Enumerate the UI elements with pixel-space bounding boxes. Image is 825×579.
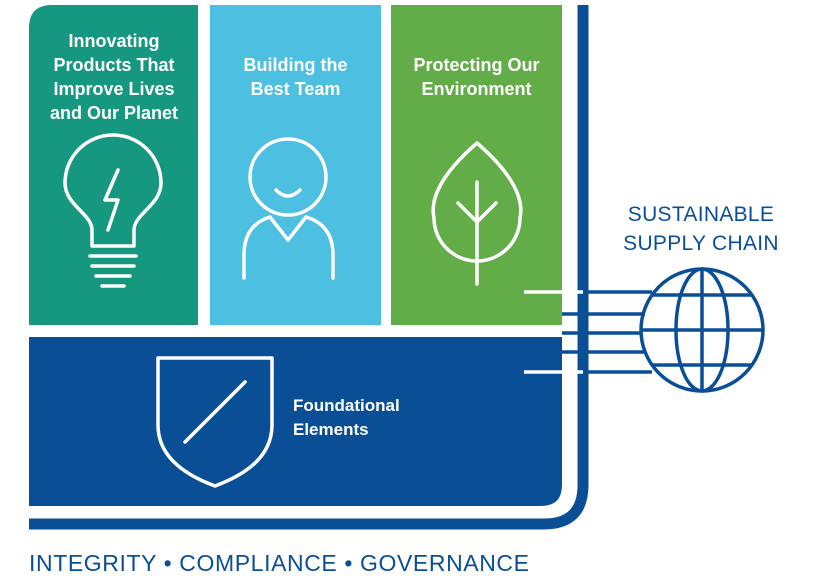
- pillar-title-team: Building the Best Team: [243, 55, 348, 99]
- shield-icon: [156, 356, 274, 488]
- pillar-title-environment: Protecting Our Environment: [413, 55, 540, 99]
- foundation-block: [29, 337, 562, 506]
- outer-frame: [29, 5, 589, 530]
- pillar-tile-innovating: [29, 5, 198, 325]
- leaf-icon: [431, 141, 523, 286]
- supply-chain-connectors: [524, 290, 583, 374]
- globe-icon: [639, 267, 765, 393]
- supply-chain-lines: [562, 290, 652, 374]
- supply-chain-title: SUSTAINABLE SUPPLY CHAIN: [623, 203, 779, 255]
- footer-tagline: INTEGRITY • COMPLIANCE • GOVERNANCE: [29, 550, 530, 576]
- pillar-title-innovating: Innovating Products That Improve Lives a…: [49, 31, 179, 123]
- person-icon: [242, 137, 335, 280]
- foundation-title: Foundational Elements: [293, 396, 400, 439]
- lightbulb-icon: [63, 133, 163, 288]
- pillar-tile-team: [210, 5, 381, 325]
